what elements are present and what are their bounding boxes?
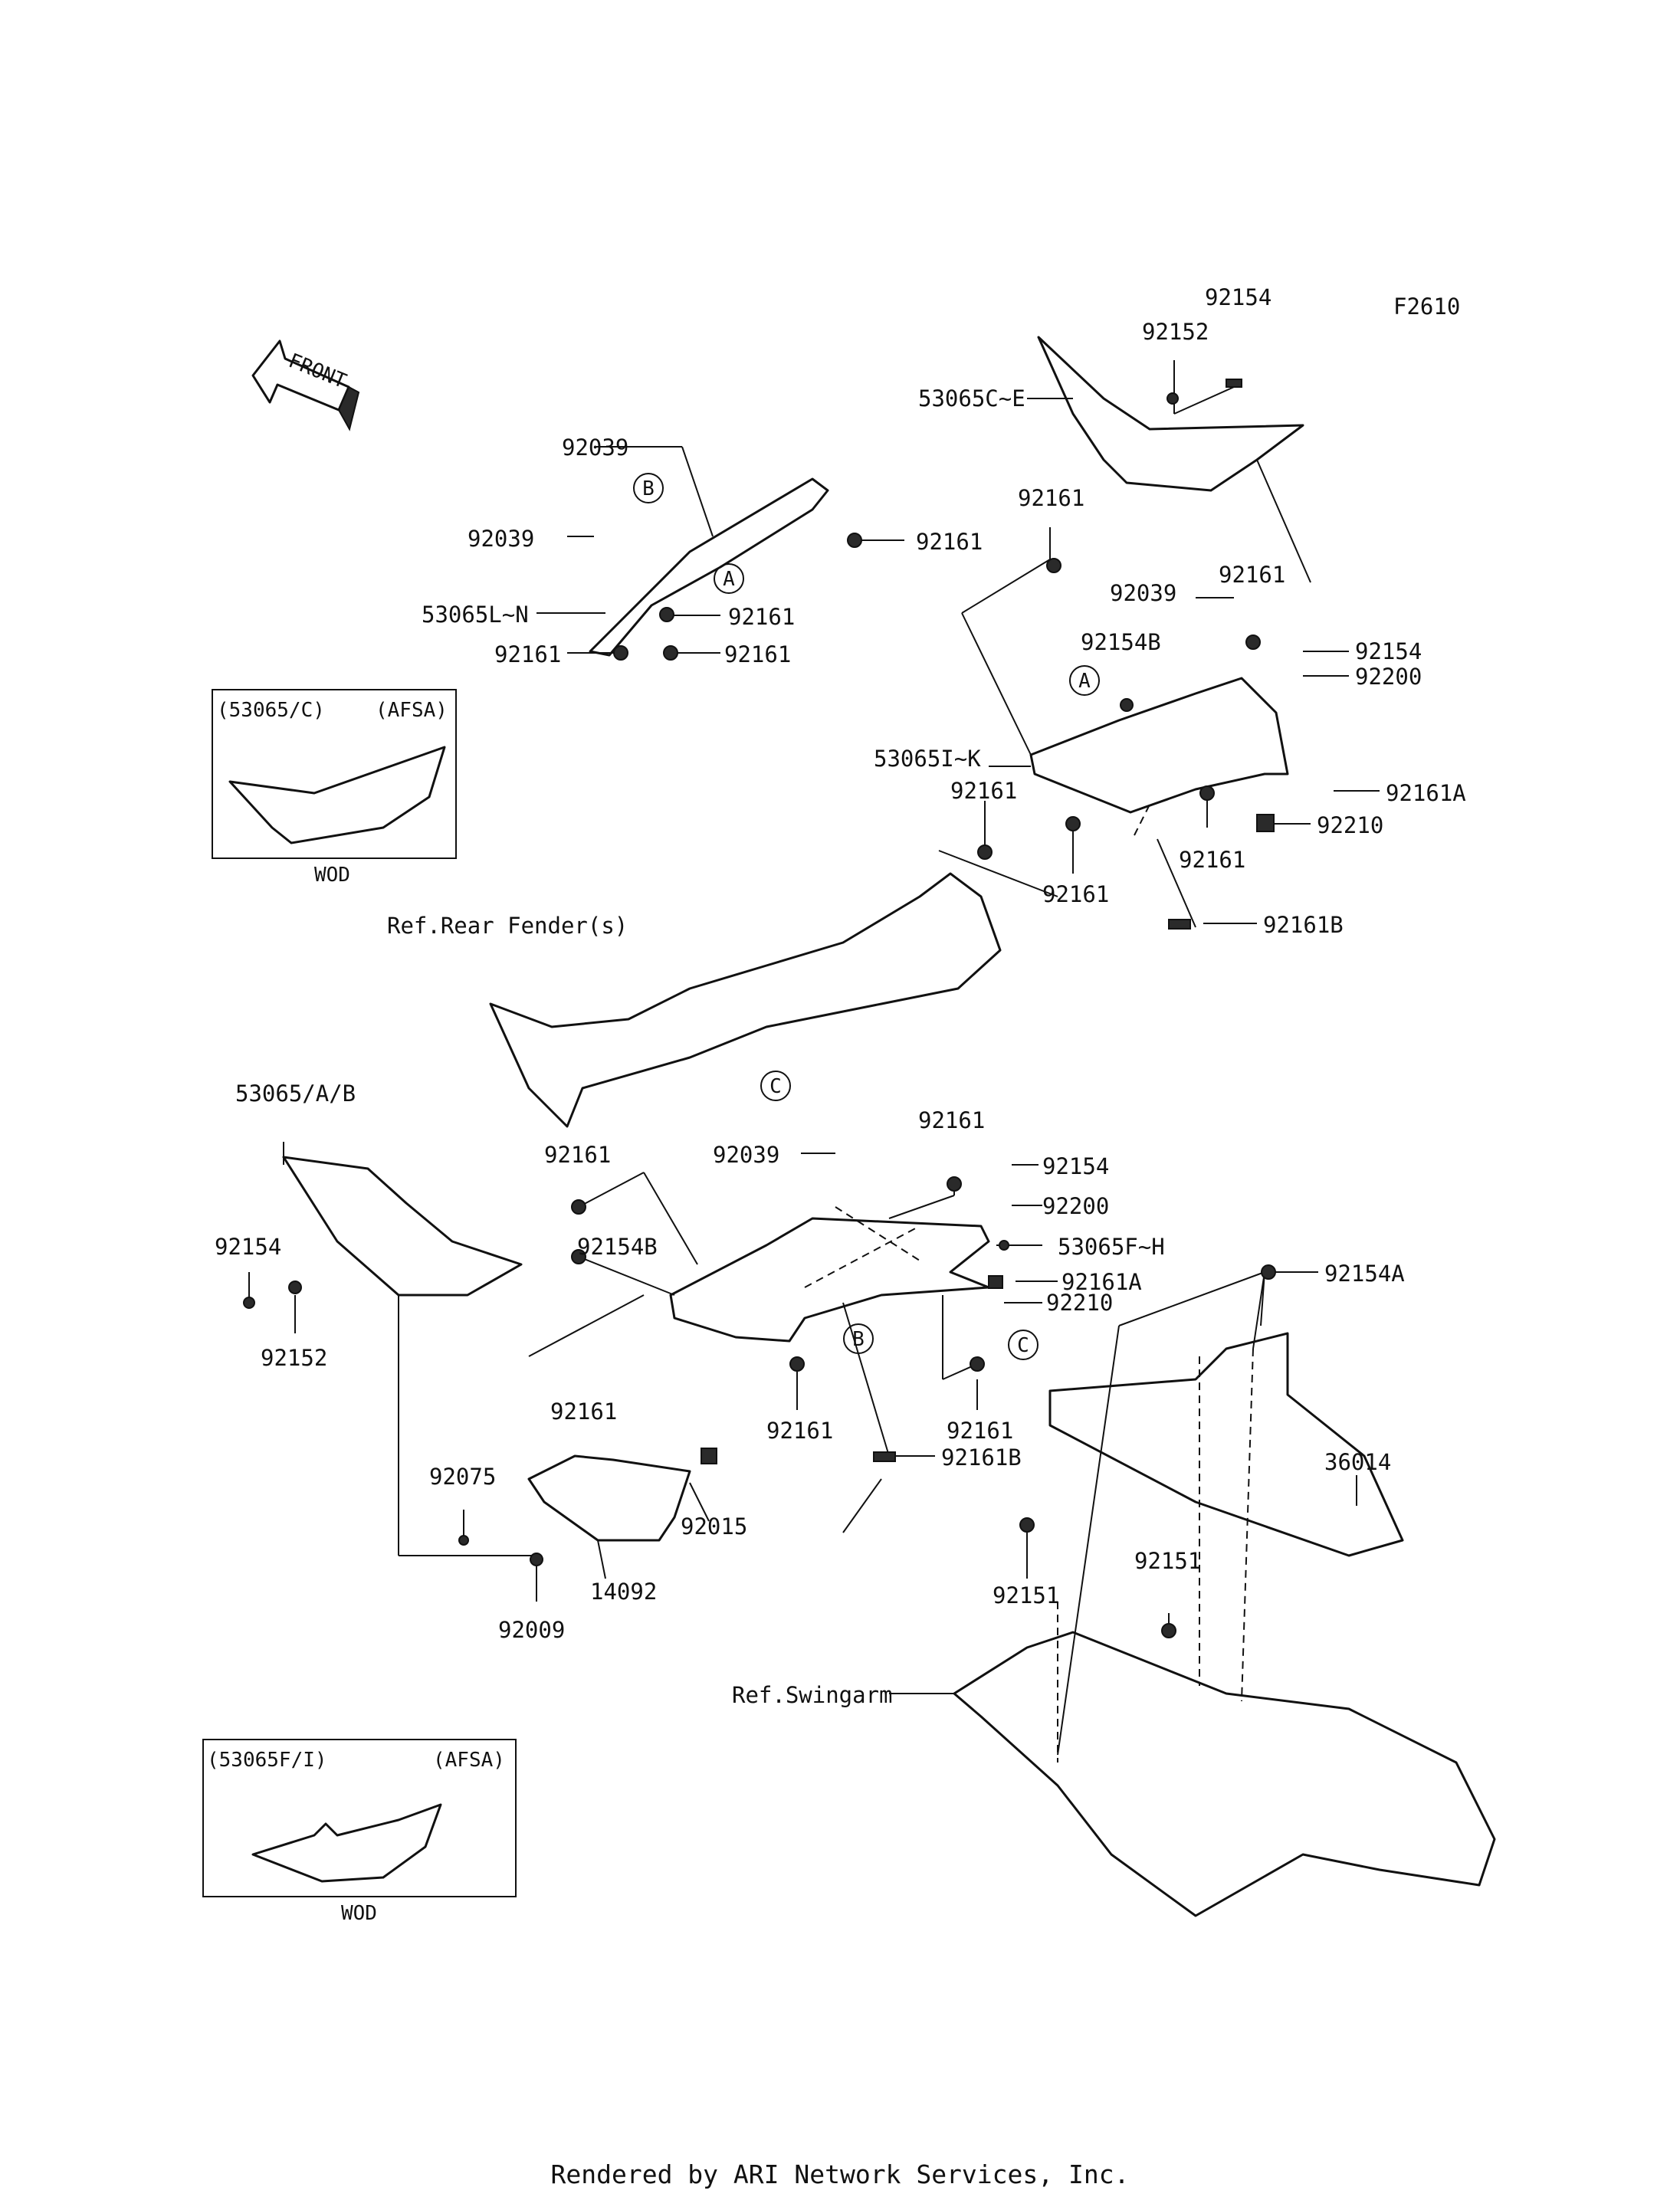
label-92210: 92210: [1317, 812, 1383, 838]
ref-swingarm: Ref.Swingarm: [732, 1682, 893, 1708]
rear-fender: [489, 872, 1002, 1128]
label-92151: 92151: [1134, 1548, 1201, 1574]
label-92161: 92161: [1042, 881, 1109, 907]
label-14092: 14092: [590, 1579, 657, 1605]
label-92154b: 92154B: [577, 1234, 658, 1260]
label-92161: 92161: [544, 1142, 611, 1168]
inset-bottom: (53065F/I) (AFSA) WOD: [202, 1739, 517, 1925]
svg-text:A: A: [1078, 670, 1091, 693]
chain-guard-36014: [1048, 1332, 1404, 1557]
svg-text:A: A: [723, 568, 735, 591]
label-92154: 92154: [215, 1234, 281, 1260]
inset-bottom-cover: [251, 1803, 442, 1883]
fasteners: [243, 379, 1276, 1638]
figure-code: F2610: [1393, 293, 1460, 320]
inset-top-code: (53065/C): [217, 699, 325, 722]
inset-top-cover: [228, 746, 446, 844]
label-92154a: 92154A: [1324, 1261, 1405, 1287]
label-53065l: 53065L~N: [422, 602, 529, 628]
callout-b-upper: B: [633, 473, 664, 503]
label-92154: 92154: [1205, 284, 1271, 310]
label-92161: 92161: [766, 1418, 833, 1444]
inset-top: (53065/C) (AFSA) WOD: [212, 689, 457, 887]
label-92039: 92039: [468, 526, 534, 552]
side-cover-53065a: [282, 1156, 523, 1297]
svg-text:B: B: [852, 1328, 865, 1351]
label-92161a: 92161A: [1061, 1269, 1142, 1295]
callout-c-lower: C: [1008, 1330, 1039, 1360]
side-cover-53065f: [669, 1217, 990, 1343]
label-92161: 92161: [1018, 485, 1084, 511]
label-92161b: 92161B: [941, 1444, 1022, 1471]
label-92161: 92161: [1219, 562, 1285, 588]
side-cover-53065c: [1037, 336, 1304, 492]
side-cover-53065i: [1029, 677, 1289, 814]
label-92039: 92039: [1110, 580, 1176, 606]
label-92161b: 92161B: [1263, 912, 1344, 938]
label-92161: 92161: [918, 1107, 985, 1133]
bracket-14092: [527, 1454, 691, 1542]
label-36014: 36014: [1324, 1449, 1391, 1475]
footer-credit: Rendered by ARI Network Services, Inc.: [550, 2159, 1130, 2189]
label-92161: 92161: [916, 529, 983, 555]
callout-a-middle: A: [1069, 665, 1100, 696]
label-92015: 92015: [681, 1513, 747, 1540]
swingarm: [953, 1631, 1496, 1917]
inset-bottom-code: (53065F/I): [207, 1749, 327, 1772]
svg-text:C: C: [1017, 1334, 1029, 1357]
label-92151: 92151: [993, 1582, 1059, 1608]
hidden-lines: [804, 804, 1254, 1763]
label-92154: 92154: [1042, 1153, 1109, 1179]
label-53065a: 53065/A/B: [235, 1080, 356, 1107]
inset-bottom-tag: (AFSA): [433, 1749, 505, 1772]
svg-text:C: C: [769, 1075, 782, 1098]
callout-c-fender: C: [760, 1071, 791, 1101]
label-92161: 92161: [494, 641, 561, 667]
front-arrow-icon: FRONT: [251, 339, 360, 431]
inset-top-note: WOD: [314, 864, 350, 887]
label-53065f: 53065F~H: [1058, 1234, 1165, 1260]
svg-text:B: B: [642, 477, 655, 500]
label-92161: 92161: [950, 778, 1017, 804]
label-92200: 92200: [1042, 1193, 1109, 1219]
side-cover-53065l: [589, 477, 829, 657]
label-92075: 92075: [429, 1464, 496, 1490]
label-53065c: 53065C~E: [918, 385, 1025, 412]
label-92152: 92152: [261, 1345, 327, 1371]
label-92152: 92152: [1142, 319, 1209, 345]
label-92009: 92009: [498, 1617, 565, 1643]
label-92161: 92161: [1179, 847, 1245, 873]
label-92154b: 92154B: [1081, 629, 1161, 655]
label-53065i: 53065I~K: [874, 746, 981, 772]
inset-top-tag: (AFSA): [376, 699, 448, 722]
inset-bottom-note: WOD: [341, 1902, 377, 1925]
leader-lines: [248, 360, 1380, 1756]
label-92210: 92210: [1046, 1290, 1113, 1316]
callout-a-upper: A: [714, 563, 744, 594]
label-92161a: 92161A: [1386, 780, 1466, 806]
label-92161: 92161: [550, 1399, 617, 1425]
label-92154: 92154: [1355, 638, 1422, 664]
label-92039: 92039: [562, 434, 628, 461]
ref-rear-fender: Ref.Rear Fender(s): [387, 913, 628, 939]
callout-b-lower: B: [843, 1323, 874, 1354]
label-92161: 92161: [947, 1418, 1013, 1444]
label-92161: 92161: [724, 641, 791, 667]
label-92039: 92039: [713, 1142, 779, 1168]
label-92161: 92161: [728, 604, 795, 630]
label-92200: 92200: [1355, 664, 1422, 690]
